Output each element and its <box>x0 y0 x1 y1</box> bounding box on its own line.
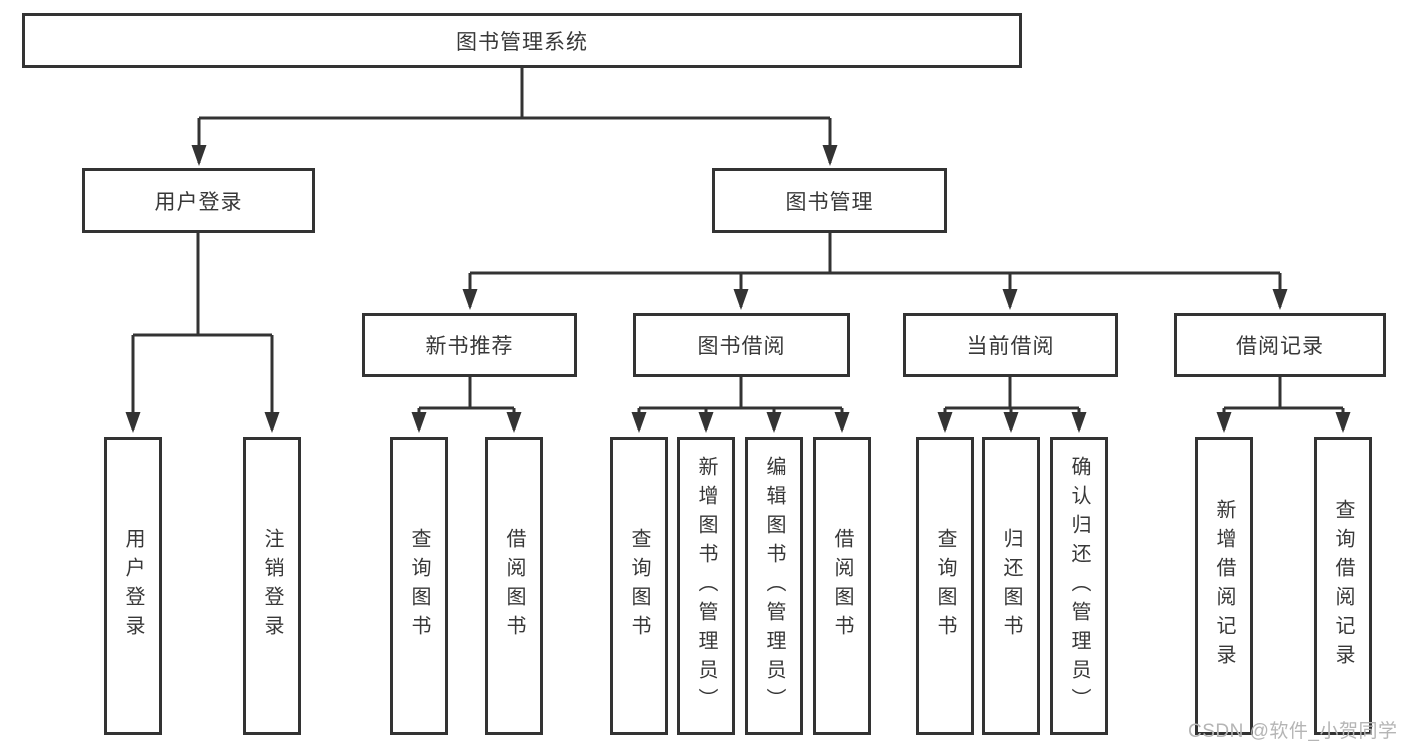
node-label: 图书管理系统 <box>456 30 588 54</box>
node-label: 新增图书（管理员） <box>695 455 717 717</box>
node-book-borrowing: 图书借阅 <box>633 313 850 377</box>
leaf-user-login: 用户登录 <box>104 437 162 735</box>
leaf-add-borrow-record: 新增借阅记录 <box>1195 437 1253 735</box>
node-label: 新增借阅记录 <box>1213 499 1235 673</box>
leaf-edit-book-admin: 编辑图书（管理员） <box>745 437 803 735</box>
leaf-borrow-books-recommend: 借阅图书 <box>485 437 543 735</box>
node-label: 归还图书 <box>1000 528 1022 644</box>
node-label: 确认归还（管理员） <box>1068 455 1090 717</box>
node-label: 图书管理 <box>785 190 874 214</box>
node-new-book-recommendation: 新书推荐 <box>362 313 577 377</box>
leaf-confirm-return-admin: 确认归还（管理员） <box>1050 437 1108 735</box>
node-label: 新书推荐 <box>425 335 514 358</box>
node-label: 图书借阅 <box>697 335 786 358</box>
node-library-management-system: 图书管理系统 <box>22 13 1022 68</box>
leaf-add-book-admin: 新增图书（管理员） <box>677 437 735 735</box>
node-current-borrowing: 当前借阅 <box>903 313 1118 377</box>
node-book-management: 图书管理 <box>712 168 947 233</box>
node-label: 用户登录 <box>154 190 243 214</box>
leaf-query-books-current: 查询图书 <box>916 437 974 735</box>
node-label: 注销登录 <box>261 528 283 644</box>
leaf-query-books-recommend: 查询图书 <box>390 437 448 735</box>
node-borrowing-records: 借阅记录 <box>1174 313 1386 377</box>
node-label: 查询图书 <box>628 528 650 644</box>
leaf-borrow-books-borrow: 借阅图书 <box>813 437 871 735</box>
node-label: 编辑图书（管理员） <box>763 455 785 717</box>
node-label: 查询借阅记录 <box>1332 499 1354 673</box>
leaf-logout: 注销登录 <box>243 437 301 735</box>
leaf-return-book: 归还图书 <box>982 437 1040 735</box>
csdn-watermark: CSDN @软件_小贺同学 <box>1188 721 1398 742</box>
leaf-query-borrow-record: 查询借阅记录 <box>1314 437 1372 735</box>
node-label: 查询图书 <box>408 528 430 644</box>
node-label: 借阅图书 <box>831 528 853 644</box>
node-label: 借阅图书 <box>503 528 525 644</box>
leaf-query-books-borrow: 查询图书 <box>610 437 668 735</box>
node-label: 借阅记录 <box>1236 335 1324 358</box>
node-label: 当前借阅 <box>966 335 1055 358</box>
node-label: 用户登录 <box>122 528 144 644</box>
node-label: 查询图书 <box>934 528 956 644</box>
node-user-login: 用户登录 <box>82 168 315 233</box>
